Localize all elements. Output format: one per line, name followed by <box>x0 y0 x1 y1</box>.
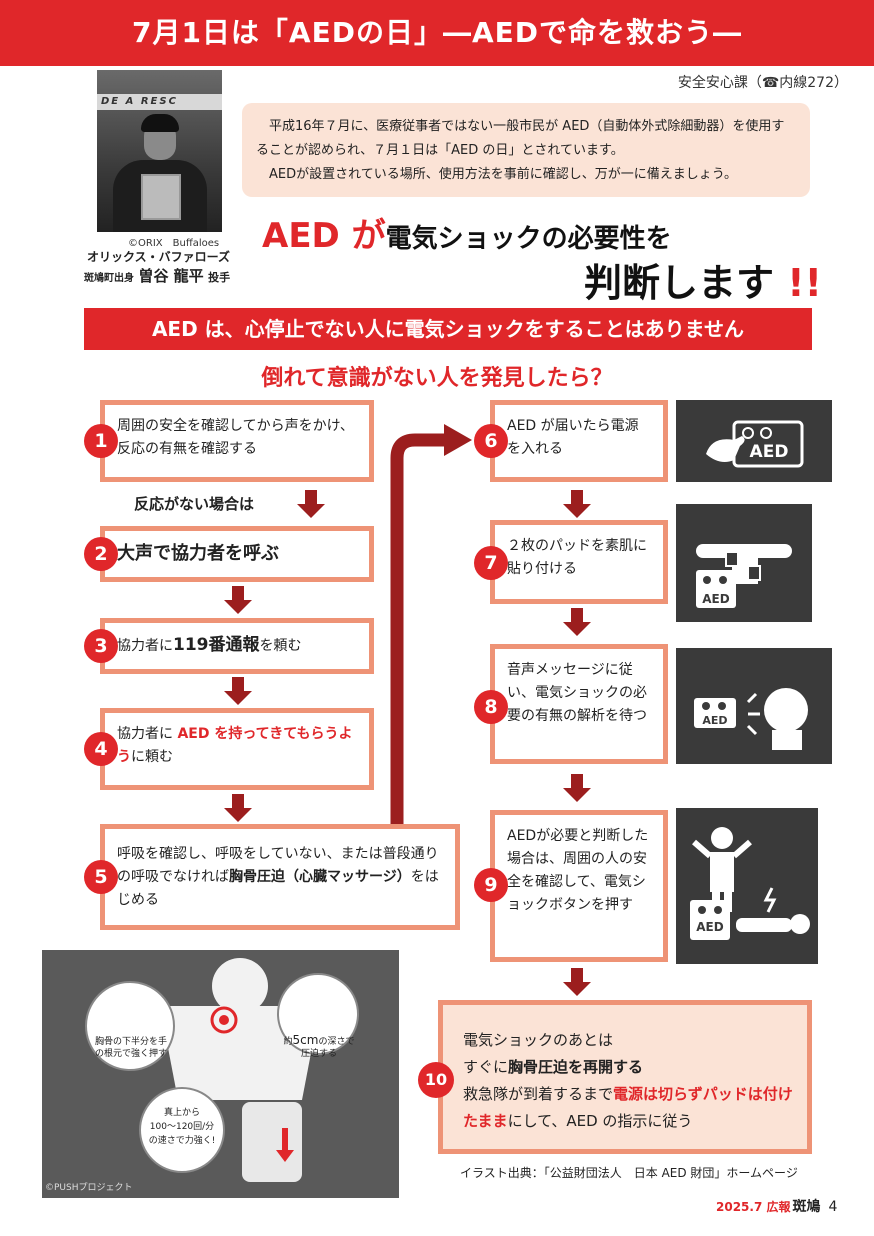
step-5-box: 呼吸を確認し、呼吸をしていない、または普段通りの呼吸でなければ胸骨圧迫（心臓マッ… <box>100 824 460 930</box>
cpr-bubble-2: 約5cmの深さで圧迫する <box>283 1033 355 1059</box>
step-1-number: 1 <box>84 424 118 458</box>
photo-sign-text: DE A RESC <box>97 94 222 110</box>
step-5-number: 5 <box>84 860 118 894</box>
player-name-line: 斑鳩町出身 曽谷 龍平 投手 <box>84 265 230 286</box>
step-10-line-1: 電気ショックのあとは <box>463 1031 614 1049</box>
aed-box-image <box>141 174 181 220</box>
step-3-box: 協力者に119番通報を頼む <box>100 618 374 674</box>
footer-brand: 斑鳩 <box>792 1199 821 1215</box>
aed-power-icon: AED <box>676 400 832 482</box>
step-6-box: AED が届いたら電源を入れる <box>490 400 668 482</box>
step-8-box: 音声メッセージに従い、電気ショックの必要の有無の解析を待つ <box>490 644 668 764</box>
catch-copy-line-2: 判断します !! <box>584 252 822 307</box>
player-photo: DE A RESC <box>97 70 222 232</box>
player-name: 曽谷 龍平 <box>138 267 204 285</box>
step-1-text: 周囲の安全を確認してから声をかけ、反応の有無を確認する <box>117 418 354 457</box>
step-10-number: 10 <box>418 1062 454 1098</box>
step-4-emphasis: AED を持ってきてもらうよう <box>117 726 353 765</box>
step-8-number: 8 <box>474 690 508 724</box>
step-4-number: 4 <box>84 732 118 766</box>
step-10-line-3: 救急隊が到着するまで電源は切らずパッドは付けたままにして、AED の指示に従う <box>463 1085 793 1130</box>
intro-paragraph-1: 平成16年７月に、医療従事者ではない一般市民が AED（自動体外式除細動器）を使… <box>256 119 785 158</box>
aed-label: AED <box>749 442 789 462</box>
page-banner-title: 7月1日は「AEDの日」―AEDで命を救おう― <box>0 0 874 66</box>
player-team: オリックス・バファローズ <box>87 250 231 264</box>
aed-pads-icon: AED <box>676 504 812 622</box>
illustration-source: イラスト出典：「公益財団法人 日本 AED 財団」ホームページ <box>460 1166 798 1180</box>
step-10-line-2: すぐに胸骨圧迫を再開する <box>463 1058 644 1076</box>
cpr-credit: ©PUSHプロジェクト <box>45 1183 133 1193</box>
connector-arrow-icon <box>390 424 472 824</box>
cpr-bubble-1: 胸骨の下半分を手の根元で強く押す <box>94 1037 167 1059</box>
page-footer: 2025.7 広報斑鳩 4 <box>716 1196 837 1216</box>
cpr-illustration: 胸骨の下半分を手の根元で強く押す 約5cmの深さで圧迫する 真上から 100～1… <box>42 950 399 1198</box>
notice-bar: AED は、心停止でない人に電気ショックをすることはありません <box>84 308 812 350</box>
step-7-number: 7 <box>474 546 508 580</box>
catch-aed: AED が <box>262 216 386 256</box>
intro-paragraph-2: AEDが設置されている場所、使用方法を事前に確認し、万が一に備えましょう。 <box>269 167 737 182</box>
step-2-box: 大声で協力者を呼ぶ <box>100 526 374 582</box>
step-9-box: AEDが必要と判断した場合は、周囲の人の安全を確認して、電気ショックボタンを押す <box>490 810 668 962</box>
photo-credit: ©ORIX Buffaloes <box>128 238 220 249</box>
aed-shock-icon: AED <box>676 808 818 964</box>
step-7-box: ２枚のパッドを素肌に貼り付ける <box>490 520 668 604</box>
step-1-box: 周囲の安全を確認してから声をかけ、反応の有無を確認する <box>100 400 374 482</box>
step-8-text: 音声メッセージに従い、電気ショックの必要の有無の解析を待つ <box>507 662 647 724</box>
cpr-bubble-3: 真上から 100～120回/分 の速さで力強く! <box>148 1108 216 1146</box>
no-response-label: 反応がない場合は <box>134 495 255 513</box>
step-2-text: 大声で協力者を呼ぶ <box>117 543 279 564</box>
catch-electric-shock: 電気ショックの必要性を <box>385 224 672 254</box>
step-3-emphasis: 119番通報 <box>173 635 260 655</box>
player-position: 投手 <box>208 271 231 284</box>
catch-copy-line-1: AED が電気ショックの必要性を <box>262 208 672 257</box>
section-heading: 倒れて意識がない人を発見したら？ <box>261 366 613 391</box>
catch-judge: 判断します <box>584 261 775 305</box>
page-number: 4 <box>828 1199 838 1215</box>
step-2-number: 2 <box>84 537 118 571</box>
step-10-box: 電気ショックのあとは すぐに胸骨圧迫を再開する 救急隊が到着するまで電源は切らず… <box>438 1000 812 1154</box>
step-7-text: ２枚のパッドを素肌に貼り付ける <box>507 538 647 577</box>
intro-text-box: 平成16年７月に、医療従事者ではない一般市民が AED（自動体外式除細動器）を使… <box>242 103 810 197</box>
step-6-number: 6 <box>474 424 508 458</box>
step-4-box: 協力者に AED を持ってきてもらうように頼む <box>100 708 374 790</box>
department-contact: 安全安心課（☎内線272） <box>677 75 848 91</box>
catch-exclaim: !! <box>787 261 822 305</box>
step-3-number: 3 <box>84 629 118 663</box>
step-6-text: AED が届いたら電源を入れる <box>507 418 639 457</box>
step-9-text: AEDが必要と判断した場合は、周囲の人の安全を確認して、電気ショックボタンを押す <box>507 828 649 913</box>
footer-issue: 2025.7 広報 <box>716 1200 791 1214</box>
step-9-number: 9 <box>474 868 508 902</box>
player-hometown: 斑鳩町出身 <box>84 273 134 284</box>
step-5-emphasis: 胸骨圧迫（心臓マッサージ） <box>229 869 411 885</box>
aed-voice-icon: AED <box>676 648 832 764</box>
